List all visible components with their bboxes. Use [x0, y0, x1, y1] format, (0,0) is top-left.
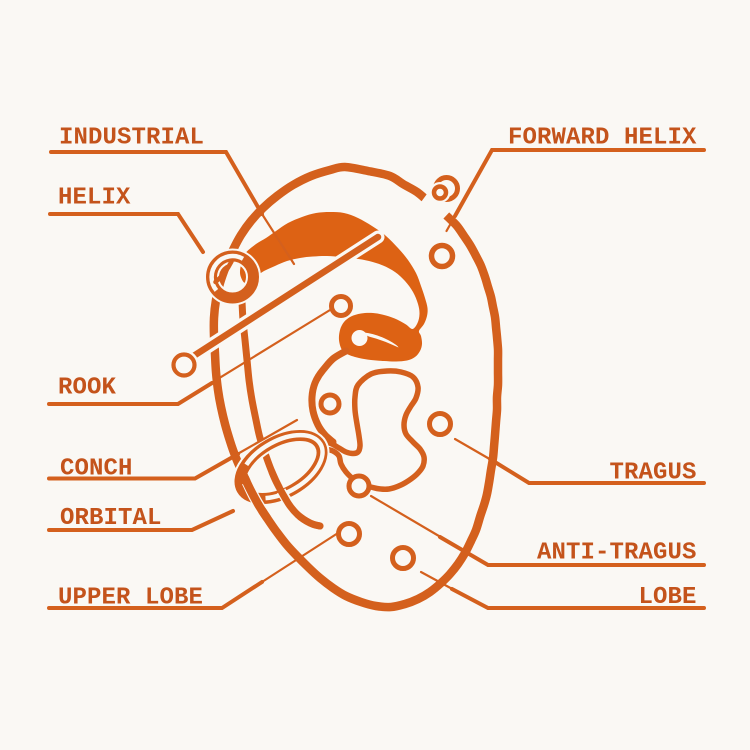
svg-text:INDUSTRIAL: INDUSTRIAL: [59, 125, 204, 152]
svg-text:TRAGUS: TRAGUS: [609, 460, 696, 487]
svg-text:ROOK: ROOK: [58, 375, 117, 402]
svg-text:ORBITAL: ORBITAL: [60, 505, 162, 532]
svg-text:LOBE: LOBE: [638, 584, 696, 611]
svg-text:ANTI-TRAGUS: ANTI-TRAGUS: [537, 540, 697, 567]
svg-text:HELIX: HELIX: [58, 185, 131, 212]
svg-text:CONCH: CONCH: [60, 456, 133, 483]
svg-text:UPPER LOBE: UPPER LOBE: [58, 585, 203, 612]
svg-text:FORWARD HELIX: FORWARD HELIX: [508, 125, 697, 152]
